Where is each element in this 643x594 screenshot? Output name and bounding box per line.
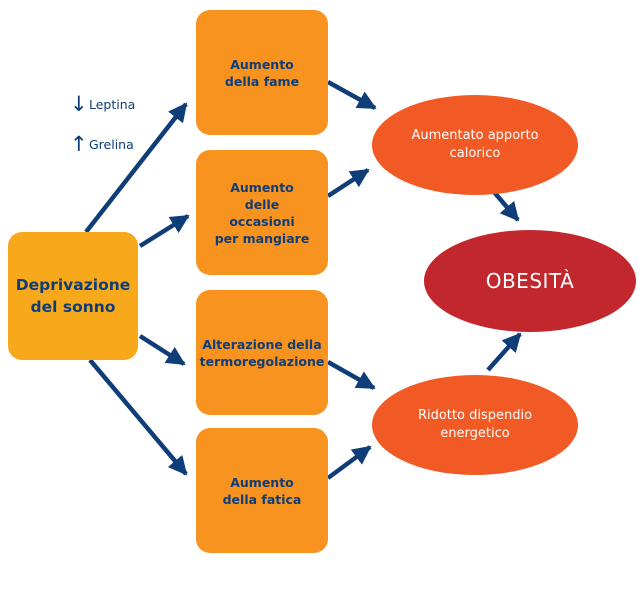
- arrow-cause-to-occasions: [138, 214, 190, 248]
- grelina-text: Grelina: [89, 137, 134, 152]
- arrow-cause-to-thermoregulation: [138, 334, 186, 366]
- arrow-cause-to-fatigue: [88, 358, 188, 476]
- arrow-hunger-to-intake: [326, 80, 377, 110]
- arrow-fatigue-to-expenditure: [326, 445, 372, 480]
- ellipse-obesity: OBESITÀ: [424, 230, 636, 332]
- arrow-thermoregulation-to-expenditure: [326, 360, 376, 390]
- ellipse-reduced-energy-expenditure: Ridotto dispendio energetico: [372, 375, 578, 475]
- ellipse-increased-caloric-intake: Aumentato apporto calorico: [372, 95, 578, 195]
- box-increased-fatigue: Aumento della fatica: [196, 428, 328, 553]
- arrow-down-icon: ↓: [70, 92, 88, 116]
- box-increased-hunger: Aumento della fame: [196, 10, 328, 135]
- box-altered-thermoregulation: Alterazione della termoregolazione: [196, 290, 328, 415]
- leptina-text: Leptina: [89, 97, 136, 112]
- cause-box-sleep-deprivation: Deprivazione del sonno: [8, 232, 138, 360]
- arrow-occasions-to-intake: [326, 168, 370, 198]
- arrow-up-icon: ↑: [70, 132, 88, 156]
- grelina-label: ↑ Grelina: [70, 134, 134, 155]
- arrow-cause-to-hunger: [84, 102, 188, 234]
- box-increased-eating-occasions: Aumento delle occasioni per mangiare: [196, 150, 328, 275]
- leptina-label: ↓ Leptina: [70, 94, 135, 115]
- arrow-expenditure-to-obesity: [486, 332, 522, 372]
